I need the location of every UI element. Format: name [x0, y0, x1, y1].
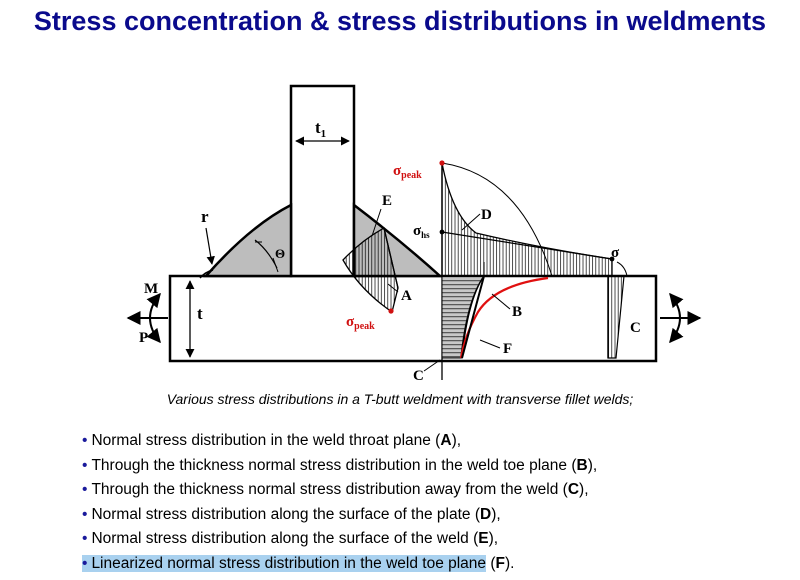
list-item: •Through the thickness normal stress dis…: [82, 456, 598, 474]
sigma-hs-label: σhs: [413, 223, 430, 240]
bullet-icon: •: [82, 432, 88, 449]
bullet-icon: •: [82, 505, 88, 523]
base-plate: [168, 274, 658, 363]
weldment-diagram: t1 t r Θ E A σpeak D σpeak σhs σ B F C: [126, 84, 702, 384]
list-item-highlighted[interactable]: •Linearized normal stress distribution i…: [82, 554, 515, 572]
stress-arc: [441, 162, 553, 277]
F-label: F: [503, 341, 512, 357]
A-label: A: [401, 288, 412, 304]
bullet-icon: •: [82, 481, 88, 499]
list-item: •Normal stress distribution in the weld …: [82, 432, 462, 449]
distribution-D-linear: [441, 231, 613, 260]
distribution-F-line: [461, 275, 485, 359]
list-item: •Normal stress distribution along the su…: [82, 530, 499, 548]
t-label: t: [197, 304, 203, 323]
sigma-peak-top-point: [439, 160, 445, 166]
sigma-point: [609, 256, 615, 262]
attachment-plate: [289, 84, 356, 278]
sigma-label: σ: [611, 245, 620, 261]
E-label: E: [382, 193, 392, 209]
distribution-B-curve: [460, 275, 485, 359]
sigma-peak-bottom-point: [388, 308, 394, 314]
M-label: M: [144, 281, 158, 297]
B-label: B: [512, 304, 522, 320]
left-weld-toe-radius: [199, 269, 214, 279]
distribution-D: [441, 162, 613, 277]
page-title: Stress concentration & stress distributi…: [33, 6, 767, 36]
r-label: r: [201, 207, 209, 226]
nonlinear-stress-curve: [459, 276, 549, 359]
bullet-list: •Normal stress distribution in the weld …: [82, 429, 597, 577]
bullet-icon: •: [82, 554, 88, 572]
list-item: •Normal stress distribution along the su…: [82, 505, 501, 523]
sigma-peak-top-label: σpeak: [393, 163, 422, 181]
figure-caption: Various stress distributions in a T-butt…: [166, 391, 634, 407]
sigma-peak-bottom-label: σpeak: [346, 314, 375, 332]
theta-label: Θ: [275, 246, 285, 261]
P-label: P: [139, 330, 148, 346]
t1-label: t1: [315, 118, 326, 140]
left-fillet-weld: [203, 202, 293, 278]
list-item: •Through the thickness normal stress dis…: [82, 481, 589, 499]
bullet-icon: •: [82, 530, 88, 548]
distribution-E: [342, 227, 399, 314]
sigma-hs-point: [439, 229, 445, 235]
bullet-icon: •: [82, 456, 88, 474]
D-label: D: [481, 207, 492, 223]
C-right-label: C: [630, 320, 641, 336]
C-bottom-label: C: [413, 368, 424, 384]
